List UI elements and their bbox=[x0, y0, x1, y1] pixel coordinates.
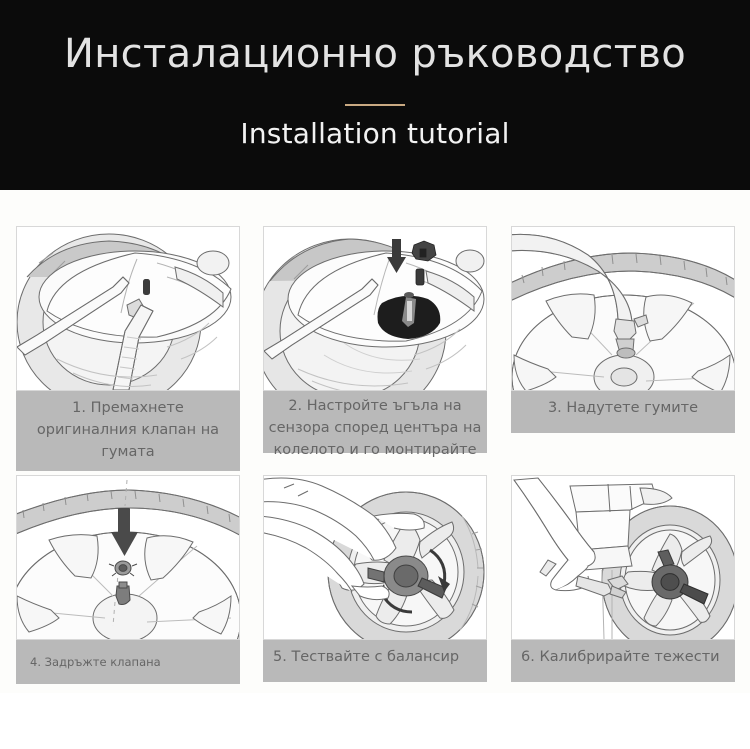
step-caption-1: 1. Премахнете оригиналния клапан на гума… bbox=[16, 391, 240, 471]
step-image-frame-4 bbox=[16, 475, 240, 640]
step-card-5: 5. Тествайте с балансир bbox=[263, 475, 487, 682]
step-card-2: 2. Настройте ъгъла на сензора според цен… bbox=[263, 226, 487, 461]
page-title: Инсталационно ръководство bbox=[64, 31, 686, 77]
step-image-frame-5 bbox=[263, 475, 487, 640]
step-image-frame-6 bbox=[511, 475, 735, 640]
step-caption-3: 3. Надутете гумите bbox=[511, 391, 735, 433]
caption-bar-2 bbox=[263, 391, 487, 453]
title-divider bbox=[345, 104, 405, 106]
calibrate-weights-illustration bbox=[512, 476, 734, 639]
hero-banner: Инсталационно ръководство Installation t… bbox=[0, 0, 750, 190]
step-caption-2-text: 2. Настройте ъгъла на сензора според цен… bbox=[268, 398, 482, 458]
step-image-frame-3 bbox=[511, 226, 735, 391]
wheel-balancer-test-illustration bbox=[264, 476, 486, 639]
step-card-1: 1. Премахнете оригиналния клапан на гума… bbox=[16, 226, 240, 471]
step-image-frame-1 bbox=[16, 226, 240, 391]
steps-grid: 1. Премахнете оригиналния клапан на гума… bbox=[0, 190, 750, 749]
step-card-6: 6. Калибрирайте тежести bbox=[511, 475, 735, 682]
step-caption-2: 2. Настройте ъгъла на сензора според цен… bbox=[263, 391, 487, 461]
bottom-whitespace bbox=[0, 693, 750, 749]
step-caption-5: 5. Тествайте с балансир bbox=[263, 640, 487, 682]
step-card-4: 4. Задръжте клапана bbox=[16, 475, 240, 684]
step-caption-6: 6. Калибрирайте тежести bbox=[511, 640, 735, 682]
step-image-frame-2 bbox=[263, 226, 487, 391]
tire-inflation-hose-illustration bbox=[512, 227, 734, 390]
sensor-angle-mounting-illustration bbox=[264, 227, 486, 390]
tire-valve-removal-illustration bbox=[17, 227, 239, 390]
step-caption-4: 4. Задръжте клапана bbox=[16, 640, 240, 684]
step-card-3: 3. Надутете гумите bbox=[511, 226, 735, 433]
page-subtitle: Installation tutorial bbox=[240, 117, 510, 150]
hold-valve-arrow-illustration bbox=[17, 476, 239, 639]
